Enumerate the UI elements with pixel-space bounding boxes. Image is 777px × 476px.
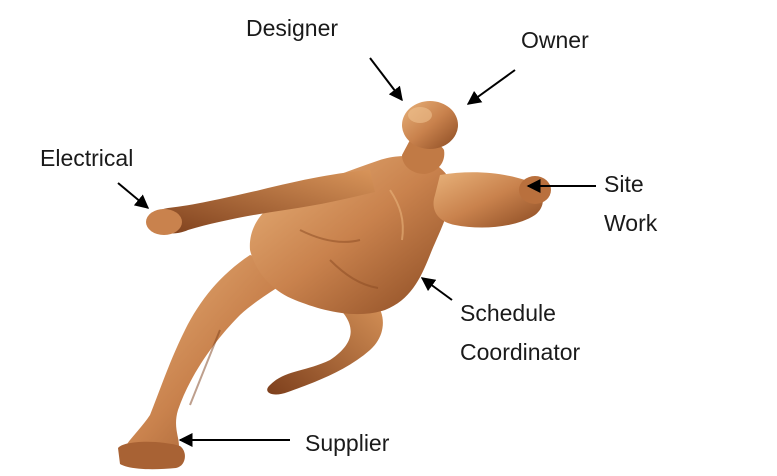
coordinator-label: Coordinator <box>460 336 580 368</box>
right-fist <box>519 176 551 204</box>
supplier-label: Supplier <box>305 427 389 459</box>
head-highlight <box>408 107 432 123</box>
electrical-arrow <box>118 183 148 208</box>
schedule-arrow <box>422 278 452 300</box>
designer-arrow <box>370 58 402 100</box>
head <box>402 101 458 149</box>
designer-label: Designer <box>246 12 338 44</box>
work-label: Work <box>604 207 657 239</box>
foot <box>118 442 185 469</box>
human-figure <box>118 101 551 469</box>
electrical-label: Electrical <box>40 142 133 174</box>
site-label: Site <box>604 168 644 200</box>
schedule-label: Schedule <box>460 297 556 329</box>
owner-arrow <box>468 70 515 104</box>
owner-label: Owner <box>521 24 589 56</box>
left-fist <box>146 209 182 235</box>
